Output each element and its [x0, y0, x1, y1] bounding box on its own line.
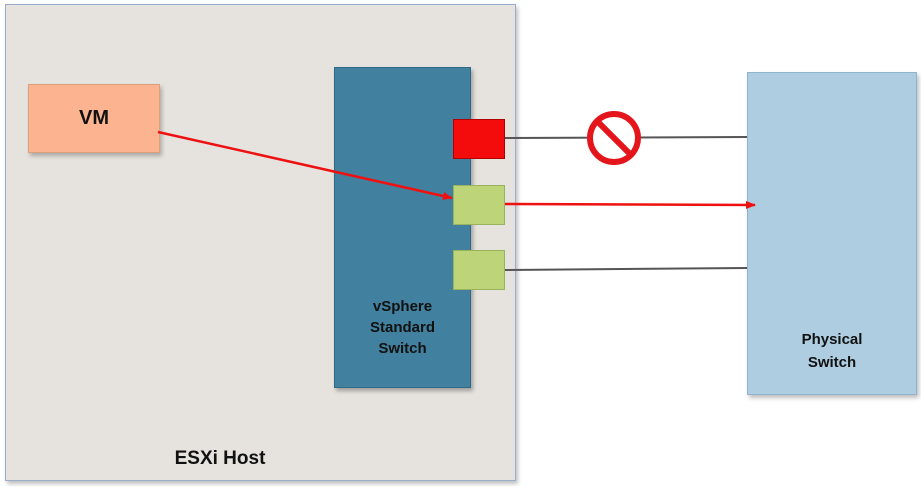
physical-switch-label-line2: Switch [807, 354, 857, 371]
prohibited-icon [587, 111, 641, 165]
port-active [453, 185, 505, 225]
vm-label: VM [79, 107, 109, 129]
vswitch-label: vSphere Standard Switch [334, 296, 471, 359]
port-to-physical-arrow [504, 200, 756, 209]
port-standby [453, 250, 505, 290]
esxi-host-label: ESXi Host [174, 448, 266, 469]
physical-switch [747, 72, 917, 395]
uplink-line-standby [504, 267, 748, 271]
vm-to-port-arrow [157, 130, 453, 200]
vswitch-label-line2: Standard [369, 319, 435, 336]
physical-switch-label: Physical Switch [747, 328, 917, 374]
vswitch-label-line1: vSphere [372, 298, 433, 315]
vsphere-standard-switch [334, 67, 471, 388]
vm-box: VM [28, 84, 160, 153]
vswitch-label-line3: Switch [378, 340, 427, 357]
physical-switch-label-line1: Physical [801, 331, 863, 348]
port-blocked [453, 119, 505, 159]
